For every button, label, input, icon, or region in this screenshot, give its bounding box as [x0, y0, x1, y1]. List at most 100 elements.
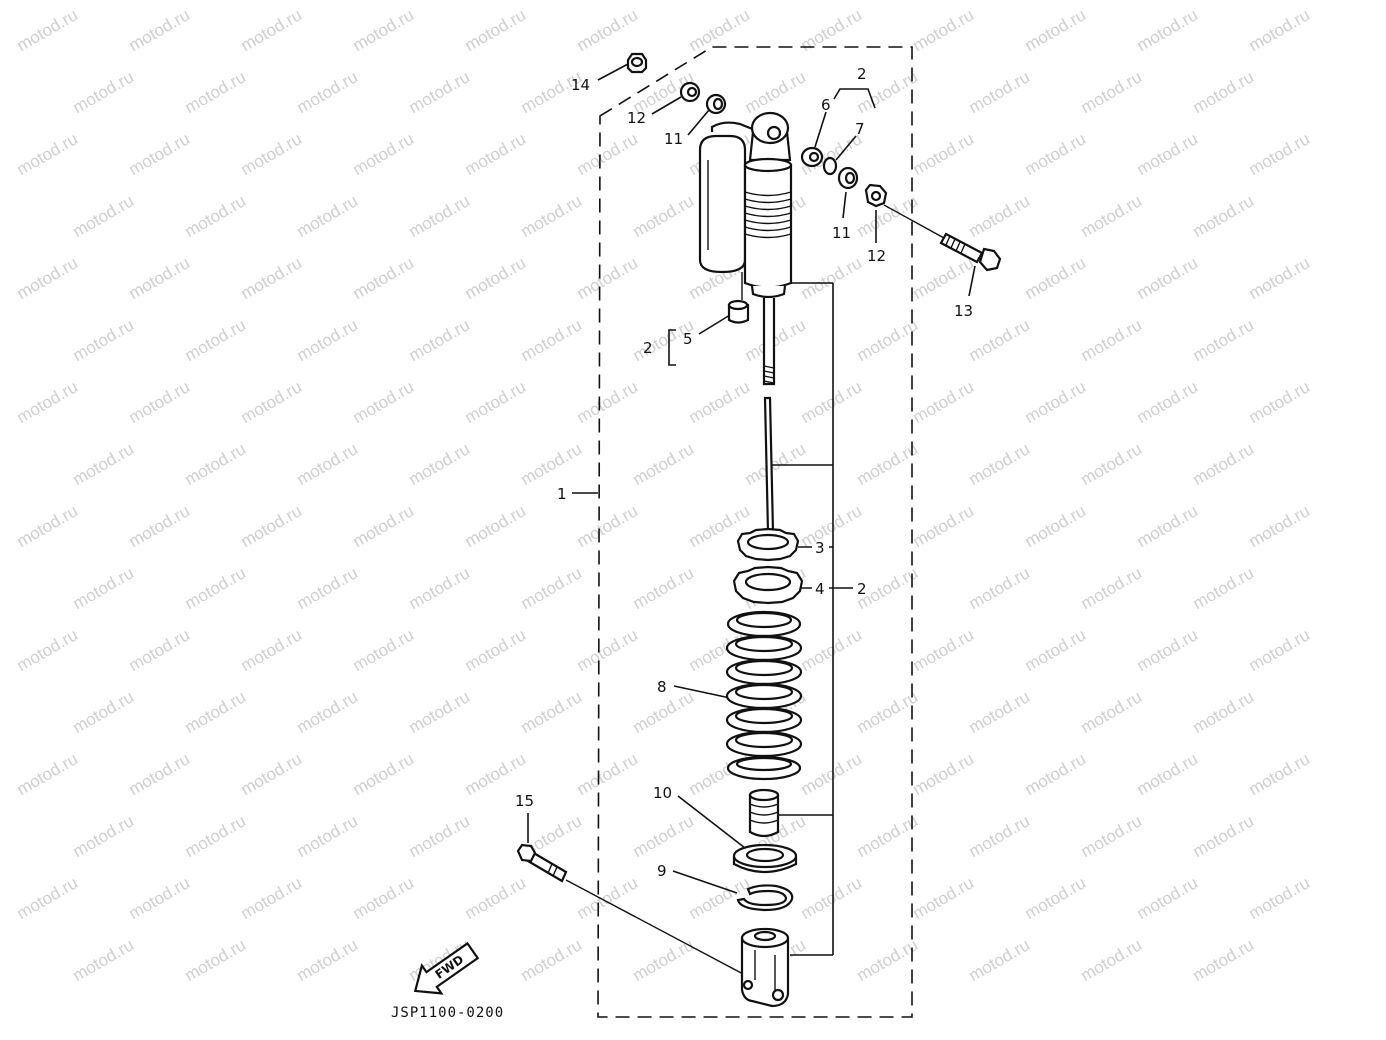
watermark-text: motod.ru: [125, 625, 193, 675]
watermark-text: motod.ru: [1077, 687, 1145, 737]
watermark-text: motod.ru: [1021, 749, 1089, 799]
leader-8: [673, 685, 731, 699]
watermark-text: motod.ru: [573, 749, 641, 799]
watermark-text: motod.ru: [1245, 749, 1313, 799]
watermark-text: motod.ru: [629, 439, 697, 489]
watermark-text: motod.ru: [13, 129, 81, 179]
callout-14: 14: [571, 76, 590, 94]
callout-9: 9: [657, 862, 667, 880]
watermark-text: motod.ru: [1077, 935, 1145, 985]
watermark-text: motod.ru: [69, 935, 137, 985]
watermark-text: motod.ru: [1077, 315, 1145, 365]
watermark-text: motod.ru: [349, 873, 417, 923]
shock-clevis: [740, 927, 790, 1008]
watermark-text: motod.ru: [293, 563, 361, 613]
part-12-washer-upper: [679, 81, 701, 103]
spring-seat: [732, 843, 798, 874]
leader-7: [835, 135, 857, 161]
callout-7: 7: [855, 120, 865, 138]
watermark-text: motod.ru: [685, 377, 753, 427]
watermark-text: motod.ru: [405, 315, 473, 365]
watermark-text: motod.ru: [1189, 67, 1257, 117]
watermark-text: motod.ru: [909, 253, 977, 303]
watermark-text: motod.ru: [1133, 129, 1201, 179]
watermark-text: motod.ru: [965, 811, 1033, 861]
watermark-text: motod.ru: [237, 129, 305, 179]
callout-8: 8: [657, 678, 667, 696]
part-15-bolt: [516, 843, 568, 883]
watermark-text: motod.ru: [517, 439, 585, 489]
watermark-text: motod.ru: [797, 873, 865, 923]
watermark-text: motod.ru: [853, 935, 921, 985]
watermark-text: motod.ru: [965, 687, 1033, 737]
part-7-ring: [822, 156, 838, 176]
watermark-text: motod.ru: [965, 315, 1033, 365]
watermark-text: motod.ru: [13, 749, 81, 799]
watermark-text: motod.ru: [1189, 315, 1257, 365]
watermark-text: motod.ru: [349, 129, 417, 179]
watermark-text: motod.ru: [909, 501, 977, 551]
watermark-text: motod.ru: [69, 191, 137, 241]
watermark-layer: motod.ru motod.ru motod.ru motod.ru motod.ru…: [13, 5, 1313, 985]
watermark-text: motod.ru: [853, 191, 921, 241]
watermark-text: motod.ru: [965, 439, 1033, 489]
watermark-text: motod.ru: [629, 191, 697, 241]
figure-code: JSP1100-0200: [391, 1005, 504, 1021]
watermark-text: motod.ru: [1077, 191, 1145, 241]
callout-12-lower: 12: [867, 247, 886, 265]
watermark-text: motod.ru: [69, 811, 137, 861]
callout-5: 5: [683, 330, 693, 348]
watermark-text: motod.ru: [1021, 253, 1089, 303]
watermark-text: motod.ru: [853, 811, 921, 861]
watermark-text: motod.ru: [1133, 873, 1201, 923]
watermark-text: motod.ru: [181, 315, 249, 365]
watermark-text: motod.ru: [909, 873, 977, 923]
callout-4: 4: [815, 580, 825, 598]
watermark-text: motod.ru: [349, 749, 417, 799]
watermark-text: motod.ru: [293, 687, 361, 737]
watermark-text: motod.ru: [1133, 253, 1201, 303]
watermark-text: motod.ru: [405, 687, 473, 737]
watermark-text: motod.ru: [237, 5, 305, 55]
watermark-text: motod.ru: [13, 377, 81, 427]
watermark-text: motod.ru: [573, 377, 641, 427]
watermark-text: motod.ru: [1021, 873, 1089, 923]
leader-9: [672, 870, 738, 894]
watermark-text: motod.ru: [517, 191, 585, 241]
callout-6: 6: [821, 96, 831, 114]
part-9-circlip: [736, 884, 794, 912]
watermark-text: motod.ru: [909, 749, 977, 799]
leader-6: [814, 111, 827, 148]
watermark-text: motod.ru: [965, 935, 1033, 985]
watermark-text: motod.ru: [853, 439, 921, 489]
watermark-text: motod.ru: [1077, 811, 1145, 861]
watermark-text: motod.ru: [461, 873, 529, 923]
callout-labels: 14 12 11 2 6 7 11 12 13 2 5 1 3 4 2 8 10…: [515, 65, 973, 880]
leader-14: [597, 63, 629, 81]
watermark-text: motod.ru: [125, 873, 193, 923]
watermark-text: motod.ru: [405, 191, 473, 241]
callout-10: 10: [653, 784, 672, 802]
watermark-text: motod.ru: [517, 315, 585, 365]
watermark-text: motod.ru: [573, 253, 641, 303]
leader-10: [677, 795, 746, 849]
watermark-text: motod.ru: [13, 501, 81, 551]
watermark-text: motod.ru: [629, 811, 697, 861]
watermark-text: motod.ru: [69, 439, 137, 489]
watermark-text: motod.ru: [1189, 935, 1257, 985]
watermark-text: motod.ru: [517, 563, 585, 613]
watermark-text: motod.ru: [125, 501, 193, 551]
watermark-text: motod.ru: [461, 625, 529, 675]
callout-1: 1: [557, 485, 567, 503]
watermark-text: motod.ru: [1021, 501, 1089, 551]
watermark-text: motod.ru: [349, 625, 417, 675]
watermark-text: motod.ru: [461, 253, 529, 303]
watermark-text: motod.ru: [181, 687, 249, 737]
part-11-bushing-lower: [837, 166, 859, 190]
watermark-text: motod.ru: [1133, 749, 1201, 799]
watermark-text: motod.ru: [853, 315, 921, 365]
adjuster-rod: [763, 396, 775, 534]
callout-13: 13: [954, 302, 973, 320]
watermark-text: motod.ru: [181, 811, 249, 861]
watermark-text: motod.ru: [405, 811, 473, 861]
